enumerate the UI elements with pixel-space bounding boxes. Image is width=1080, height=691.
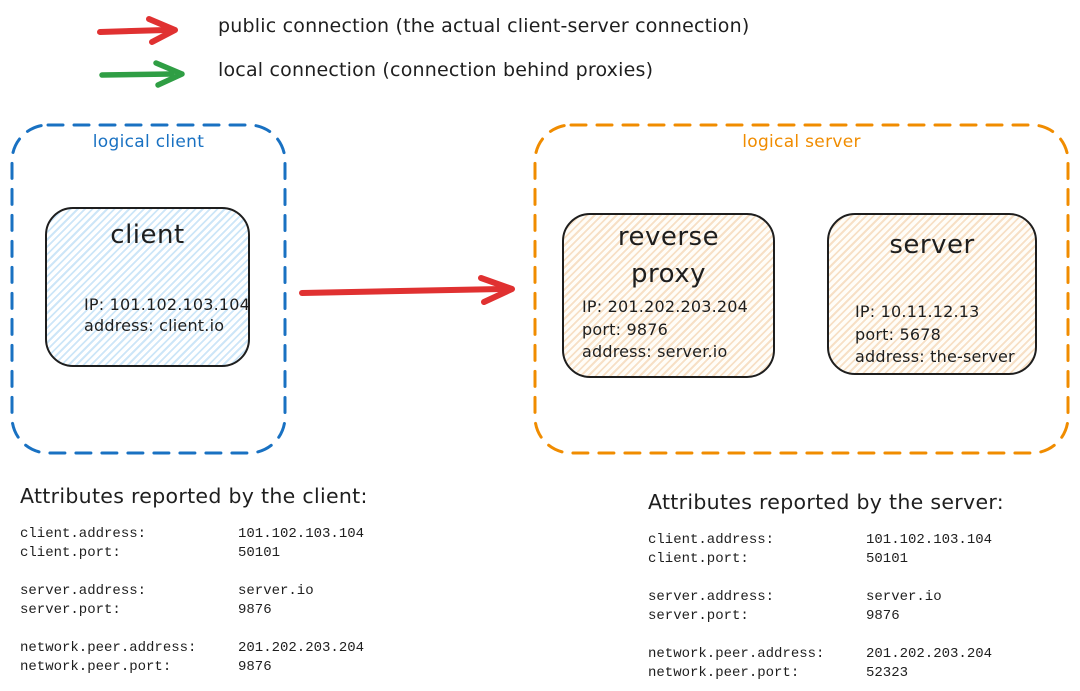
reverse-proxy-node-details: IP: 201.202.203.204 port: 9876 address: …	[582, 296, 748, 364]
local-connection-label: local connection (connection behind prox…	[218, 59, 654, 81]
attr-value: server.io	[866, 589, 942, 605]
attr-value: 52323	[866, 665, 909, 681]
attr-row: network.peer.port: 52323	[648, 664, 1004, 683]
server-node-details: IP: 10.11.12.13 port: 5678 address: the-…	[855, 301, 1015, 369]
public-connection-label: public connection (the actual client-ser…	[218, 15, 750, 37]
reverse-proxy-address: address: server.io	[582, 342, 728, 361]
client-to-server-arrow-icon	[298, 274, 524, 308]
server-node-title: server	[889, 230, 975, 260]
attr-value: 101.102.103.104	[866, 532, 993, 548]
attr-key: network.peer.port:	[648, 665, 800, 681]
attr-value: 201.202.203.204	[238, 640, 365, 656]
attr-row: network.peer.address: 201.202.203.204	[20, 639, 368, 658]
reverse-proxy-ip: IP: 201.202.203.204	[582, 297, 749, 316]
attr-value: 9876	[238, 602, 272, 618]
attr-key: client.address:	[20, 526, 147, 542]
client-node-ip: IP: 101.102.103.104	[84, 295, 251, 314]
attr-key: server.address:	[20, 583, 147, 599]
logical-server-group: logical server reverse proxy IP: 201.202…	[533, 123, 1070, 455]
attr-key: server.address:	[648, 589, 775, 605]
attr-row: server.address: server.io	[648, 588, 1004, 607]
attr-key: network.peer.address:	[648, 646, 825, 662]
reverse-proxy-port: port: 9876	[582, 319, 668, 339]
public-connection-arrow-icon	[96, 14, 196, 46]
attr-key: network.peer.port:	[20, 659, 172, 675]
reverse-proxy-node: reverse proxy IP: 201.202.203.204 port: …	[562, 213, 775, 378]
client-node-details: IP: 101.102.103.104 address: client.io	[84, 294, 250, 336]
attr-value: 9876	[866, 608, 900, 624]
server-attributes-title: Attributes reported by the server:	[648, 490, 1004, 514]
client-node-title: client	[110, 220, 185, 250]
server-attributes-panel: Attributes reported by the server: clien…	[648, 490, 1004, 691]
attr-row: client.port: 50101	[20, 544, 368, 563]
logical-client-group: logical client client IP: 101.102.103.10…	[10, 123, 287, 455]
attr-value: 50101	[866, 551, 909, 567]
attr-key: client.port:	[20, 545, 121, 561]
client-attributes-panel: Attributes reported by the client: clien…	[20, 484, 368, 691]
reverse-proxy-node-title: reverse proxy	[617, 222, 720, 289]
client-node: client IP: 101.102.103.104 address: clie…	[45, 207, 250, 367]
logical-server-label: logical server	[742, 132, 861, 152]
attr-row: server.address: server.io	[20, 582, 368, 601]
server-node: server IP: 10.11.12.13 port: 5678 addres…	[827, 213, 1037, 375]
attr-row: network.peer.address: 201.202.203.204	[648, 645, 1004, 664]
server-node-port: port: 5678	[855, 324, 941, 344]
attr-value: 50101	[238, 545, 281, 561]
attr-row: network.peer.port: 9876	[20, 658, 368, 677]
server-node-ip: IP: 10.11.12.13	[855, 302, 980, 321]
local-connection-arrow-icon	[98, 58, 198, 90]
attr-key: client.port:	[648, 551, 749, 567]
client-attributes-title: Attributes reported by the client:	[20, 484, 368, 508]
attr-row: server.port: 9876	[648, 607, 1004, 626]
attr-value: 9876	[238, 659, 272, 675]
attr-key: server.port:	[648, 608, 749, 624]
attr-row: client.address: 101.102.103.104	[648, 531, 1004, 550]
server-node-address: address: the-server	[855, 347, 1015, 366]
attr-row: client.address: 101.102.103.104	[20, 525, 368, 544]
client-node-address: address: client.io	[84, 316, 225, 335]
attr-key: server.port:	[20, 602, 121, 618]
attr-key: network.peer.address:	[20, 640, 197, 656]
attr-value: 201.202.203.204	[866, 646, 993, 662]
attr-key: client.address:	[648, 532, 775, 548]
attr-row: server.port: 9876	[20, 601, 368, 620]
attr-value: 101.102.103.104	[238, 526, 365, 542]
attr-value: server.io	[238, 583, 314, 599]
logical-client-label: logical client	[92, 132, 205, 152]
attr-row: client.port: 50101	[648, 550, 1004, 569]
